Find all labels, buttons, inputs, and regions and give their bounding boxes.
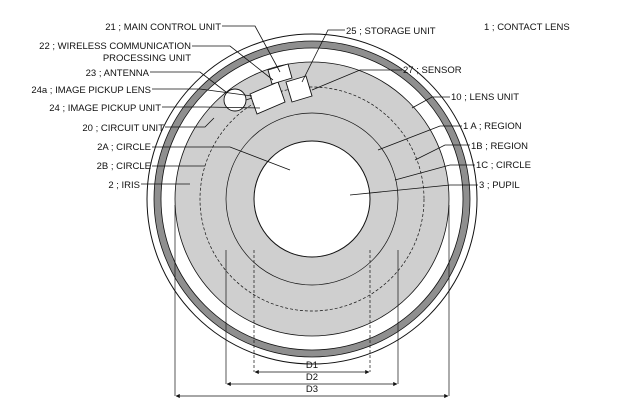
leader-circle-2a: [152, 146, 291, 171]
circle-1c: [225, 112, 399, 286]
label-region-1b: 1B ; REGION: [471, 141, 528, 152]
leader-image-pickup-unit: [162, 106, 261, 109]
label-circle-2b: 2B ; CIRCLE: [97, 161, 151, 172]
label-storage-unit: 25 ; STORAGE UNIT: [346, 26, 436, 37]
label-region-1a: 1 A ; REGION: [463, 121, 522, 132]
label-image-pickup-lens: 24a ; IMAGE PICKUP LENS: [31, 85, 151, 96]
image-pickup-unit-box: [249, 81, 286, 115]
leader-lens-unit: [411, 96, 450, 109]
dim-label-d2: D2: [306, 372, 318, 383]
storage-unit-box: [285, 75, 313, 103]
label-contact-lens: 1 ; CONTACT LENS: [484, 22, 570, 33]
label-sensor: 27 ; SENSOR: [403, 65, 462, 76]
circuit-unit: [223, 63, 313, 115]
pupil: [253, 140, 371, 258]
leader-region-1b: [414, 144, 470, 161]
label-circle-2a: 2A ; CIRCLE: [97, 142, 151, 153]
leader-circuit-unit: [165, 117, 215, 128]
leader-region-1a: [377, 125, 462, 151]
label-circuit-unit: 20 ; CIRCUIT UNIT: [82, 123, 164, 134]
leader-sensor: [311, 69, 402, 91]
leader-circle-1c: [394, 164, 475, 181]
label-circle-1c: 1C ; CIRCLE: [476, 160, 531, 171]
label-iris: 2 ; IRIS: [108, 180, 140, 191]
dim-label-d3: D3: [306, 384, 318, 395]
label-wireless-line2: PROCESSING UNIT: [103, 53, 191, 64]
dim-label-d1: D1: [306, 360, 318, 371]
leader-pupil: [349, 184, 478, 196]
leader-main-control-unit: [222, 25, 281, 73]
main-control-unit-box: [267, 63, 293, 85]
label-main-control-unit: 21 ; MAIN CONTROL UNIT: [105, 22, 221, 33]
label-pupil: 3 ; PUPIL: [479, 180, 520, 191]
leader-storage-unit: [301, 29, 345, 83]
label-wireless-line1: 22 ; WIRELESS COMMUNICATION: [39, 41, 191, 52]
leader-image-pickup-lens: [152, 88, 253, 97]
circle-2a: [199, 86, 425, 312]
label-lens-unit: 10 ; LENS UNIT: [451, 92, 519, 103]
label-antenna: 23 ; ANTENNA: [86, 68, 150, 79]
leader-antenna: [150, 71, 227, 93]
label-image-pickup-unit: 24 ; IMAGE PICKUP UNIT: [49, 103, 161, 114]
leader-wireless: [192, 45, 274, 81]
